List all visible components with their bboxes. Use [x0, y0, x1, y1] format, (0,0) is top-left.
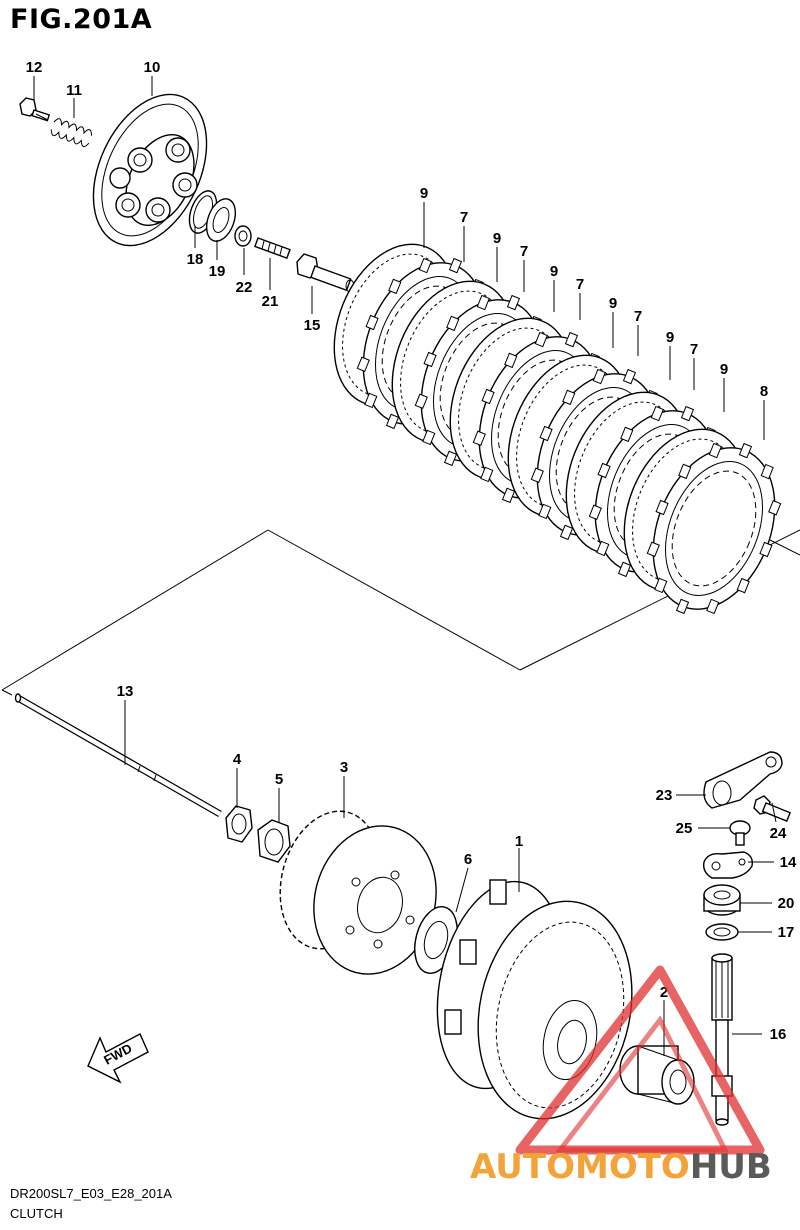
- part-4-nut: [225, 805, 253, 843]
- callout-14: 14: [780, 854, 797, 871]
- callout-7b: 7: [520, 243, 528, 260]
- part-10-pressure-plate: [92, 93, 208, 247]
- callout-9b: 9: [493, 230, 501, 247]
- part-25-screw: [729, 820, 751, 846]
- part-3-clutch-sleeve-hub: [279, 810, 437, 975]
- leader-lines: [33, 76, 777, 1056]
- callout-4: 4: [233, 751, 242, 768]
- callout-25: 25: [676, 820, 693, 837]
- part-19-bearing: [205, 198, 237, 242]
- callout-18: 18: [187, 251, 204, 268]
- part-20-oil-seal: [703, 884, 741, 916]
- part-23-release-arm: [703, 751, 783, 809]
- diagram-name: CLUTCH: [10, 1206, 63, 1221]
- callout-11: 11: [66, 82, 82, 99]
- callout-16: 16: [770, 1026, 787, 1043]
- callouts: 12 11 10 18 19 22 21 15 9 7 9 7 9 7 9 7 …: [26, 59, 797, 1043]
- fwd-arrow: FWD: [87, 1033, 149, 1084]
- callout-10: 10: [144, 59, 161, 76]
- callout-15: 15: [304, 317, 321, 334]
- diagram-code: DR200SL7_E03_E28_201A: [10, 1186, 172, 1201]
- callout-6: 6: [464, 851, 472, 868]
- callout-9f: 9: [720, 361, 728, 378]
- callout-19: 19: [209, 263, 226, 280]
- callout-24: 24: [770, 825, 787, 842]
- callout-22: 22: [236, 279, 253, 296]
- callout-9c: 9: [550, 263, 558, 280]
- automotohub-watermark: AUTOMOTOHUB: [470, 965, 772, 1187]
- callout-7c: 7: [576, 276, 584, 293]
- callout-3: 3: [340, 759, 348, 776]
- callout-12: 12: [26, 59, 43, 76]
- callout-1: 1: [515, 833, 523, 850]
- part-11-spring: [50, 118, 93, 148]
- callout-8: 8: [760, 383, 768, 400]
- part-1-clutch-housing: [436, 879, 633, 1120]
- friction-plate: [646, 442, 782, 615]
- part-13-push-rod: [14, 693, 222, 818]
- callout-7d: 7: [634, 308, 642, 325]
- clutch-plate-stack: [333, 243, 782, 615]
- part-12-bolt: [19, 97, 51, 122]
- part-5-washer: [257, 819, 291, 863]
- part-21-adjust-screw: [254, 237, 291, 259]
- part-17-washer: [705, 923, 739, 941]
- svg-text:AUTOMOTOHUB: AUTOMOTOHUB: [470, 1147, 772, 1187]
- callout-7a: 7: [460, 209, 468, 226]
- callout-9a: 9: [420, 185, 428, 202]
- callout-5: 5: [275, 771, 283, 788]
- callout-23: 23: [656, 787, 673, 804]
- part-15-clutch-lifter: [296, 253, 355, 293]
- callout-9d: 9: [609, 295, 617, 312]
- callout-9e: 9: [666, 329, 674, 346]
- part-22-nut: [234, 225, 252, 247]
- callout-7e: 7: [690, 341, 698, 358]
- callout-21: 21: [262, 293, 279, 310]
- callout-2: 2: [660, 984, 668, 1001]
- part-14-plate: [702, 851, 754, 879]
- callout-17: 17: [778, 924, 795, 941]
- watermark-auto: AUTO: [470, 1147, 575, 1187]
- watermark-hub: HUB: [690, 1147, 772, 1187]
- callout-20: 20: [778, 895, 795, 912]
- watermark-moto: MOTO: [575, 1147, 690, 1187]
- callout-13: 13: [117, 683, 134, 700]
- part-24-bolt: [753, 795, 792, 822]
- figure-title: FIG.201A: [10, 4, 153, 35]
